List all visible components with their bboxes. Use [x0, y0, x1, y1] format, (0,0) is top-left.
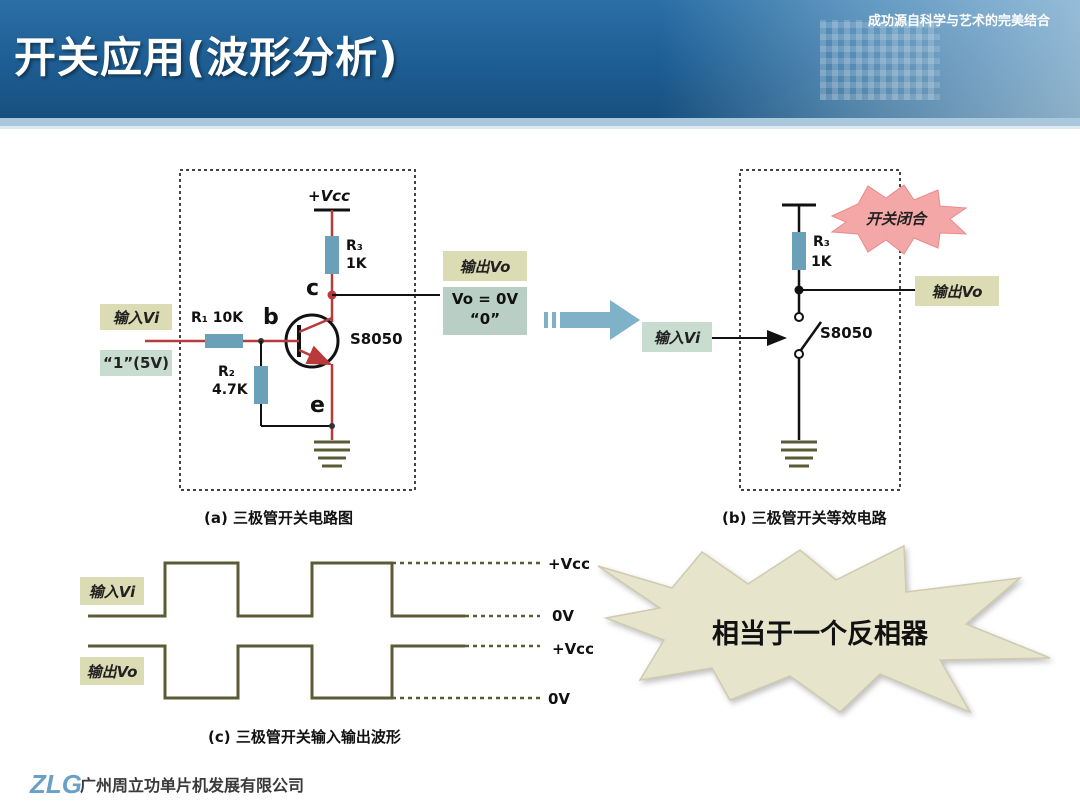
waveform-vcc-label-2: +Vcc: [552, 640, 594, 658]
r2-label: R₂: [218, 364, 235, 380]
transistor-emitter-leg: [298, 345, 333, 366]
transition-arrow-head: [610, 300, 640, 340]
r3-label-b: R₃: [813, 234, 830, 250]
ground-node-a: [329, 423, 335, 429]
zlg-logo: ZLG: [29, 769, 82, 799]
header-decoration: [660, 0, 1080, 118]
switch-blade: [799, 321, 823, 351]
caption-a: (a) 三极管开关电路图: [204, 509, 354, 527]
r2-value: 4.7K: [212, 382, 248, 398]
circuit-b-boundary: [739, 169, 901, 491]
inverter-callout-burst: [597, 544, 1051, 714]
caption-b: (b) 三极管开关等效电路: [722, 509, 887, 527]
output-waveform: [88, 644, 465, 700]
slogan: 成功源自科学与艺术的完美结合: [867, 14, 1050, 29]
circuit-a-boundary: [179, 169, 416, 491]
input-waveform: [88, 561, 465, 618]
header-grid-pattern: [820, 20, 940, 100]
inverter-callout-text: 相当于一个反相器: [712, 619, 928, 650]
input-label-a: 输入Vi: [100, 304, 172, 330]
input-label-b: 输入Vi: [642, 322, 712, 352]
vcc-label: +Vcc: [308, 187, 350, 205]
title-bar: 开关应用(波形分析) 成功源自科学与艺术的完美结合: [0, 0, 1080, 118]
r3-label: R₃: [346, 238, 363, 254]
output-label-a: 输出Vo: [443, 251, 527, 281]
transistor-collector-leg: [298, 316, 333, 334]
output-value-line1: Vo = 0V: [451, 290, 519, 308]
caption-c: (c) 三极管开关输入输出波形: [208, 728, 401, 746]
waveform-output-label: 输出Vo: [80, 657, 144, 685]
r3-value: 1K: [346, 256, 367, 272]
output-label-b: 输出Vo: [915, 276, 999, 306]
switch-contact-top: [794, 312, 804, 322]
switch-contact-bottom: [794, 349, 804, 359]
resistor-r3-b: [792, 232, 806, 270]
r1-label: R₁ 10K: [191, 310, 244, 326]
collector-label: c: [306, 276, 320, 301]
transition-arrow-body: [560, 312, 612, 328]
waveform-zero-label-1: 0V: [552, 607, 575, 625]
resistor-r2: [254, 366, 268, 404]
switch-label: S8050: [820, 324, 873, 342]
waveform-input-label: 输入Vi: [80, 577, 144, 605]
transistor-label: S8050: [350, 330, 403, 348]
input-value-a: “1”(5V): [100, 350, 172, 376]
header-band: [0, 118, 1080, 126]
transition-arrow-dash2: [552, 312, 556, 328]
output-value-line2: “0”: [469, 310, 501, 328]
switch-closed-text: 开关闭合: [866, 210, 927, 228]
input-label-b-text: 输入Vi: [653, 328, 701, 347]
output-value-box: Vo = 0V “0”: [443, 287, 527, 335]
waveform-vcc-label-1: +Vcc: [548, 555, 590, 573]
resistor-r1: [205, 334, 243, 348]
company-name: 广州周立功单片机发展有限公司: [80, 776, 305, 795]
waveform-zero-label-2: 0V: [548, 690, 571, 708]
header-band-light: [0, 126, 1080, 129]
slide-title: 开关应用(波形分析): [14, 33, 399, 82]
r3-value-b: 1K: [811, 254, 832, 270]
switch-closed-burst: [830, 184, 968, 255]
base-label: b: [263, 305, 279, 330]
emitter-label: e: [310, 393, 325, 418]
resistor-r3: [325, 236, 339, 274]
transition-arrow-dash1: [544, 312, 548, 328]
